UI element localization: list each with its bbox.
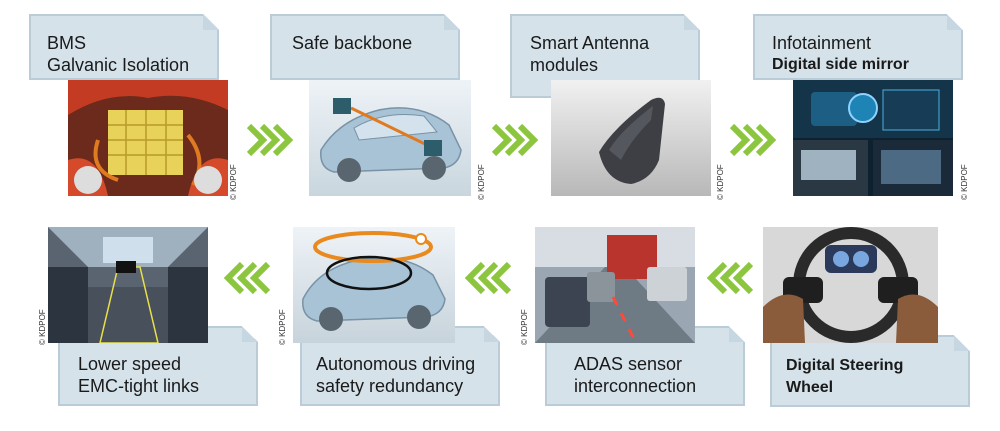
card-autonomous [300, 326, 500, 406]
card-adas-line2: interconnection [574, 376, 697, 396]
copyright-3: © KDPOF [716, 164, 725, 200]
card-autonomous-line1: Autonomous driving [316, 354, 476, 374]
chevron-right-icon [246, 123, 294, 157]
infotainment-photo [793, 80, 953, 196]
adas-traffic-photo [535, 227, 695, 343]
copyright-8: © KDPOF [38, 309, 47, 345]
card-infotainment-line2: Digital side mirror [772, 56, 909, 73]
card-autonomous-line2: safety redundancy [316, 376, 464, 396]
card-safe-backbone [270, 14, 460, 80]
card-lower-speed-label: Lower speed EMC-tight links [78, 353, 199, 397]
chevron-right-icon [729, 123, 777, 157]
card-smart-antenna-line1: Smart Antenna [530, 33, 650, 53]
copyright-6: © KDPOF [520, 309, 529, 345]
card-steering-label: Digital Steering Wheel [786, 355, 903, 399]
copyright-1: © KDPOF [229, 164, 238, 200]
card-bms-label: BMS Galvanic Isolation [47, 32, 189, 76]
card-lower-speed-line1: Lower speed [78, 354, 182, 374]
card-lower-speed-line2: EMC-tight links [78, 376, 200, 396]
bms-battery-photo [68, 80, 228, 196]
card-infotainment-line1: Infotainment [772, 33, 872, 53]
card-bms [29, 14, 219, 80]
card-safe-backbone-line1: Safe backbone [292, 33, 413, 53]
card-steering-line2: Wheel [786, 379, 834, 396]
card-smart-antenna-label: Smart Antenna modules [530, 32, 649, 76]
chevron-left-icon [706, 261, 754, 295]
steering-wheel-photo [763, 227, 938, 343]
card-bms-line1: BMS [47, 33, 87, 53]
card-safe-backbone-label: Safe backbone [292, 32, 412, 54]
card-adas-line1: ADAS sensor [574, 354, 683, 374]
chevron-left-icon [464, 261, 512, 295]
card-bms-line2: Galvanic Isolation [47, 55, 190, 75]
card-smart-antenna-line2: modules [530, 55, 599, 75]
card-steering-line1: Digital Steering [786, 357, 904, 374]
bus-interior-photo [48, 227, 208, 343]
chevron-left-icon [223, 261, 271, 295]
card-autonomous-label: Autonomous driving safety redundancy [316, 353, 475, 397]
autonomous-car-photo [293, 227, 455, 343]
copyright-2: © KDPOF [477, 164, 486, 200]
chevron-right-icon [491, 123, 539, 157]
copyright-7: © KDPOF [278, 309, 287, 345]
card-infotainment-label: Infotainment Digital side mirror [772, 32, 909, 76]
backbone-car-photo [309, 80, 471, 196]
card-adas-label: ADAS sensor interconnection [574, 353, 696, 397]
card-infotainment [753, 14, 963, 80]
antenna-photo [551, 80, 711, 196]
copyright-4: © KDPOF [960, 164, 969, 200]
